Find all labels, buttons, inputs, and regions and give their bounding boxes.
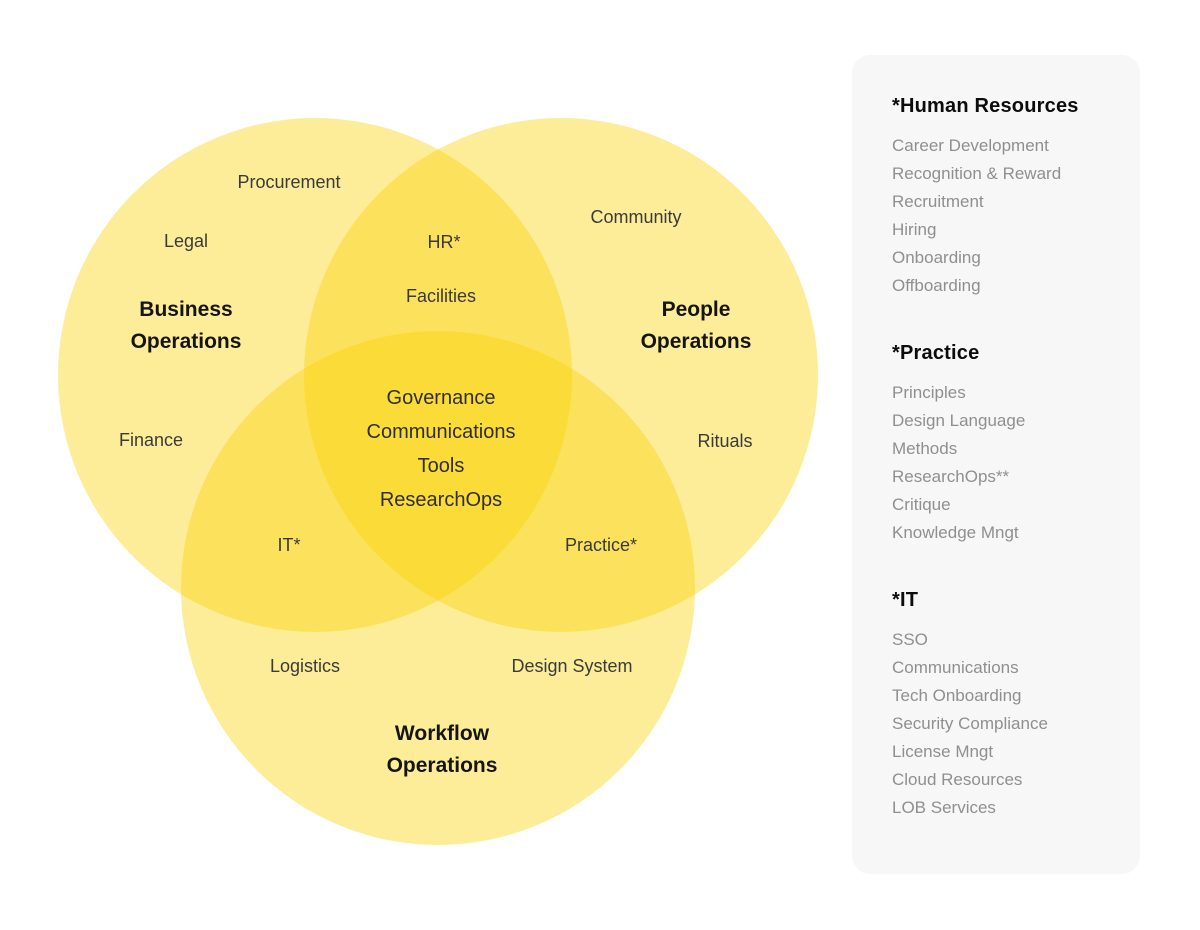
legend-heading-human-resources: *Human Resources [892,95,1079,117]
legend-item: Methods [892,439,958,458]
label-design-system: Design System [511,656,633,676]
label-facilities: Facilities [405,286,477,306]
label-procurement: Procurement [237,172,341,192]
legend-section-it: *IT SSO Communications Tech Onboarding S… [892,589,1116,822]
circle-workflow-operations [181,331,695,845]
circle-business-operations [58,118,572,632]
label-logistics: Logistics [269,656,341,676]
circle-people-operations [304,118,818,632]
label-rituals: Rituals [697,431,753,451]
legend-item: Communications [892,658,1019,677]
legend-item: Onboarding [892,248,981,267]
label-it: IT* [277,535,301,555]
label-people-operations: People Operations [640,298,752,353]
legend-list-practice: Principles Design Language Methods Resea… [892,379,1116,547]
legend-item: SSO [892,630,928,649]
label-business-operations: Business Operations [130,298,242,353]
legend-item: Cloud Resources [892,770,1023,789]
label-community: Community [590,207,682,227]
legend-item: Hiring [892,220,937,239]
legend-list-it: SSO Communications Tech Onboarding Secur… [892,626,1116,822]
label-practice: Practice* [564,535,638,555]
legend-item: Career Development [892,136,1049,155]
legend-item: Tech Onboarding [892,686,1022,705]
legend-item: License Mngt [892,742,994,761]
legend-item: Knowledge Mngt [892,523,1019,542]
label-hr: HR* [427,232,461,252]
legend-heading-it: *IT [892,589,919,611]
legend-item: Recognition & Reward [892,164,1062,183]
legend-section-practice: *Practice Principles Design Language Met… [892,342,1116,547]
label-finance: Finance [118,430,184,450]
legend-item: Critique [892,495,951,514]
legend-section-human-resources: *Human Resources Career Development Reco… [892,95,1116,300]
legend-heading-practice: *Practice [892,342,980,364]
legend-item: ResearchOps** [892,467,1010,486]
legend-item: Principles [892,383,966,402]
label-workflow-operations: Workflow Operations [386,722,498,777]
legend-item: Security Compliance [892,714,1048,733]
legend-list-human-resources: Career Development Recognition & Reward … [892,132,1116,300]
label-center-overlap: Governance Communications Tools Research… [366,387,516,511]
label-legal: Legal [163,231,209,251]
legend-item: Recruitment [892,192,984,211]
legend-item: Design Language [892,411,1026,430]
legend-item: LOB Services [892,798,996,817]
legend-panel: *Human Resources Career Development Reco… [852,55,1140,874]
legend-item: Offboarding [892,276,981,295]
